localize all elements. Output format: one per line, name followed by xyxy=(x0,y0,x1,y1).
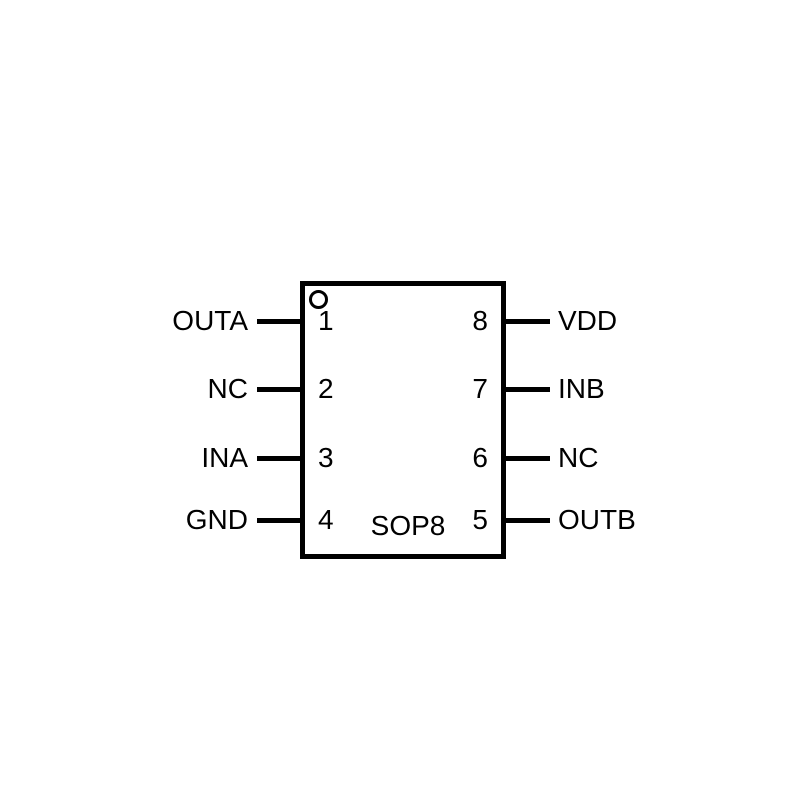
pin-1-number: 1 xyxy=(318,305,334,336)
package-name-label: SOP8 xyxy=(370,510,446,541)
pin1-indicator-dot xyxy=(309,290,328,309)
pin-3-lead xyxy=(257,456,302,461)
pin-7-number: 7 xyxy=(472,373,488,404)
pin-6-signal-label: NC xyxy=(558,442,599,473)
pin-6-lead xyxy=(504,456,550,461)
pin-5-signal-label: OUTB xyxy=(558,504,636,535)
pin-4-lead xyxy=(257,518,302,523)
pin-2-signal-label: NC xyxy=(207,373,248,404)
pin-6-number: 6 xyxy=(472,442,488,473)
pin-4-number: 4 xyxy=(318,504,334,535)
pin-3-signal-label: INA xyxy=(201,442,248,473)
pin-4-signal-label: GND xyxy=(185,504,248,535)
pin-2-number: 2 xyxy=(318,373,334,404)
pin-3-number: 3 xyxy=(318,442,334,473)
ic-package-body: SOP8 xyxy=(300,281,506,559)
pin-2-lead xyxy=(257,387,302,392)
pin-8-number: 8 xyxy=(472,305,488,336)
pin-5-number: 5 xyxy=(472,504,488,535)
pin-5-lead xyxy=(504,518,550,523)
pin-1-signal-label: OUTA xyxy=(172,305,248,336)
pin-7-signal-label: INB xyxy=(558,373,605,404)
pin-1-lead xyxy=(257,319,302,324)
pin-7-lead xyxy=(504,387,550,392)
pin-8-signal-label: VDD xyxy=(558,305,618,336)
pin-8-lead xyxy=(504,319,550,324)
